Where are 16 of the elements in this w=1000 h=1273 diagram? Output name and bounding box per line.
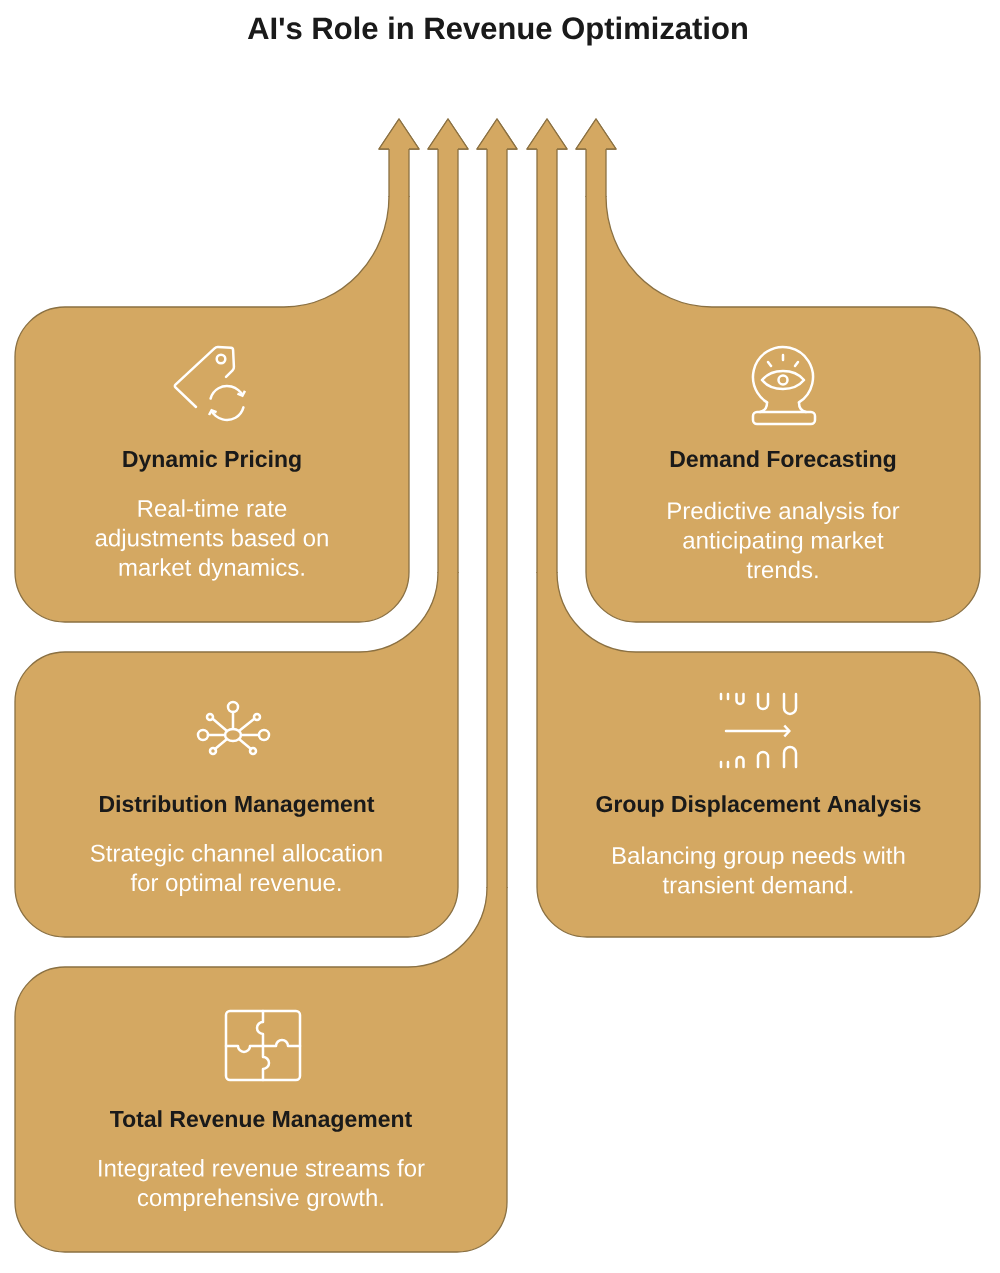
description: Balancing group needs with transient demand. [613,846,905,894]
arrow [378,118,420,197]
heading: Group Displacement Analysis [596,795,921,817]
arrow [476,118,518,888]
description: Strategic channel allocation for optimal revenue. [90,844,382,896]
heading: Demand Forecasting [670,450,896,472]
description: Real-time rate adjustments based on market dynamics. [95,499,328,581]
description: Predictive analysis for anticipating market trends. [668,501,900,579]
heading: Total Revenue Management [110,1110,412,1132]
arrow [526,118,568,573]
arrow [575,118,617,197]
title: AI's Role in Revenue Optimization [247,16,747,46]
description: Integrated revenue streams for comprehensive growth. [99,1159,425,1211]
heading: Distribution Management [100,795,375,817]
heading: Dynamic Pricing [123,450,301,472]
arrow [427,118,469,573]
